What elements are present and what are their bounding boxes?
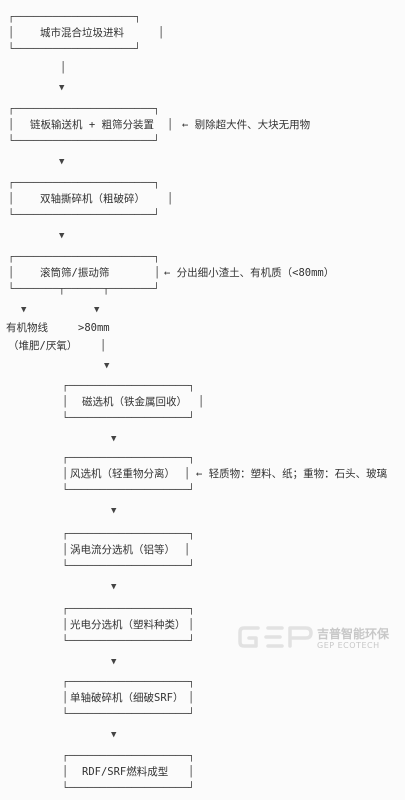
- step-trommel-vibrating-screen: 滚筒筛/振动筛: [40, 267, 110, 279]
- step-chain-conveyor-coarse-screen: 链板输送机 + 粗筛分装置: [30, 119, 154, 131]
- box-left-border: │: [8, 193, 15, 205]
- box-bottom-border: └──────────────────────┘: [8, 209, 160, 221]
- box-left-border: │: [62, 619, 69, 631]
- down-arrow-icon: ▼: [104, 361, 110, 371]
- box-right-border: │: [154, 267, 161, 279]
- box-bottom-border: └───────────────────┘: [8, 43, 141, 55]
- box-top-border: ┌───────────────────┐: [62, 528, 195, 540]
- note-light-heavy-materials: ← 轻质物：塑料、纸；重物：石头、玻璃: [196, 468, 388, 480]
- step-magnetic-separator: 磁选机（铁金属回收）: [82, 396, 187, 408]
- down-arrow-icon: ▼: [21, 305, 27, 315]
- down-arrow-icon: ▼: [111, 582, 117, 592]
- down-arrow-icon: ▼: [59, 231, 65, 241]
- note-separate-fines-organics: ← 分出细小渣土、有机质（<80mm）: [164, 267, 335, 279]
- box-bottom-border: └───────────────────┘: [62, 635, 195, 647]
- down-arrow-icon: ▼: [111, 506, 117, 516]
- branch-organic-line-detail: （堆肥/厌氧）: [8, 340, 78, 352]
- step-twin-shaft-shredder: 双轴撕碎机（粗破碎）: [40, 193, 145, 205]
- step-optical-sorter: 光电分选机（塑料种类）: [70, 619, 186, 631]
- box-left-border: │: [8, 27, 15, 39]
- box-bottom-border: └───────────────────┘: [62, 484, 195, 496]
- box-left-border: │: [62, 544, 69, 556]
- down-arrow-icon: ▼: [111, 730, 117, 740]
- box-top-border: ┌───────────────────┐: [62, 452, 195, 464]
- box-top-border: ┌───────────────────┐: [8, 11, 141, 23]
- box-right-border: │: [188, 766, 195, 778]
- down-arrow-icon: ▼: [94, 305, 100, 315]
- branch-organic-line: 有机物线: [6, 322, 48, 334]
- connector-line: │: [100, 340, 107, 352]
- box-right-border: │: [167, 193, 174, 205]
- box-left-border: │: [62, 396, 69, 408]
- box-bottom-border-split: └───────┬──────┬───────┘: [8, 283, 160, 295]
- box-left-border: │: [62, 766, 69, 778]
- box-top-border: ┌───────────────────┐: [62, 380, 195, 392]
- note-remove-oversized: ← 剔除超大件、大块无用物: [182, 119, 311, 131]
- down-arrow-icon: ▼: [111, 657, 117, 667]
- box-right-border: │: [198, 396, 205, 408]
- branch-over-80mm: >80mm: [78, 322, 110, 334]
- gep-logo-icon: [238, 626, 313, 648]
- box-right-border: │: [184, 544, 191, 556]
- box-left-border: │: [62, 692, 69, 704]
- box-top-border: ┌──────────────────────┐: [8, 103, 160, 115]
- connector-line: │: [60, 62, 67, 74]
- box-top-border: ┌──────────────────────┐: [8, 177, 160, 189]
- box-bottom-border: └───────────────────┘: [62, 708, 195, 720]
- step-single-shaft-shredder: 单轴破碎机（细破SRF）: [70, 692, 184, 704]
- box-right-border: │: [158, 27, 165, 39]
- step-air-separator: 风选机（轻重物分离）: [70, 468, 175, 480]
- watermark-company-name-en: GEP ECOTECH: [317, 641, 380, 650]
- box-top-border: ┌───────────────────┐: [62, 676, 195, 688]
- down-arrow-icon: ▼: [59, 157, 65, 167]
- step-eddy-current-separator: 涡电流分选机（铝等）: [70, 544, 175, 556]
- step-rdf-srf-pelletizing: RDF/SRF燃料成型: [82, 766, 169, 778]
- box-left-border: │: [62, 468, 69, 480]
- box-top-border: ┌──────────────────────┐: [8, 251, 160, 263]
- box-left-border: │: [8, 119, 15, 131]
- box-bottom-border: └───────────────────┘: [62, 412, 195, 424]
- down-arrow-icon: ▼: [111, 434, 117, 444]
- step-city-waste-feed: 城市混合垃圾进料: [40, 27, 124, 39]
- box-bottom-border: └──────────────────────┘: [8, 135, 160, 147]
- box-right-border: │: [167, 119, 174, 131]
- box-bottom-border: └───────────────────┘: [62, 782, 195, 794]
- box-right-border: │: [184, 468, 191, 480]
- box-top-border: ┌───────────────────┐: [62, 750, 195, 762]
- down-arrow-icon: ▼: [59, 83, 65, 93]
- watermark-company-name: 吉普智能环保: [317, 627, 390, 641]
- box-top-border: ┌───────────────────┐: [62, 603, 195, 615]
- box-right-border: │: [188, 692, 195, 704]
- box-right-border: │: [188, 619, 195, 631]
- box-left-border: │: [8, 267, 15, 279]
- box-bottom-border: └───────────────────┘: [62, 560, 195, 572]
